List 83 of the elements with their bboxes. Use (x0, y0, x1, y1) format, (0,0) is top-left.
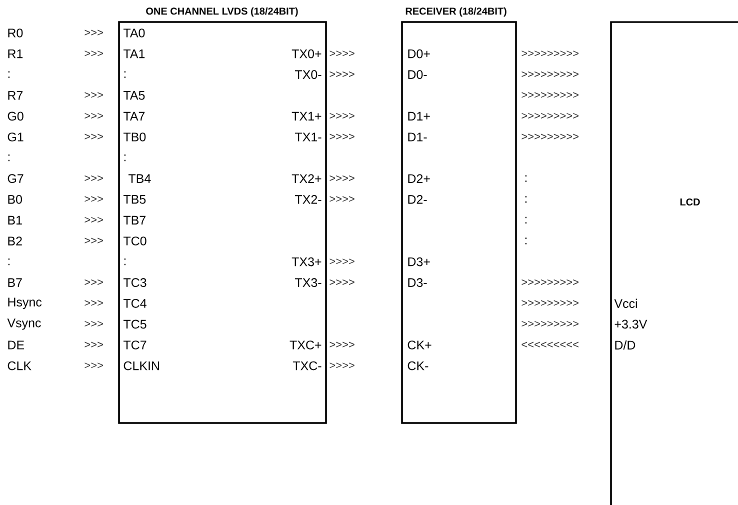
lcd-title: LCD (680, 198, 700, 206)
signal-label: : (8, 154, 10, 162)
pin-label: D1+ (408, 112, 430, 120)
chevron-marks: >>>>>>>>> (522, 279, 578, 285)
pin-label: TA5 (124, 91, 145, 100)
signal-label: G0 (8, 112, 24, 121)
pin-label: D0- (408, 70, 427, 80)
pin-label: TB5 (124, 195, 146, 204)
pin-label: CK- (408, 361, 428, 370)
pin-label: TC0 (124, 236, 146, 246)
pin-label: TX3- (295, 278, 322, 288)
signal-label: : (8, 258, 10, 266)
signal-label: R0 (8, 28, 23, 38)
signal-label: R1 (8, 50, 23, 58)
chevron-marks: >>> (84, 238, 103, 244)
chevron-marks: >>> (84, 216, 103, 223)
chevron-marks: >>> (84, 112, 103, 119)
pin-label: D0+ (408, 49, 430, 58)
chip-title: RECEIVER (18/24BIT) (406, 7, 506, 17)
signal-label: DE (8, 340, 24, 350)
signal-label: : (8, 71, 10, 78)
pin-label: TB4 (128, 174, 151, 183)
pin-label: TC3 (124, 278, 146, 288)
chevron-marks: >>>>>>>>> (522, 50, 578, 56)
chevron-marks: >>>>>>>>> (522, 134, 578, 140)
chevron-marks: >>> (84, 134, 103, 140)
chevron-marks: >>> (84, 30, 103, 36)
pin-label: TA1 (124, 50, 145, 58)
pin-label: D1- (408, 132, 427, 142)
pin-label: : (124, 258, 126, 266)
chevron-marks: >>> (84, 50, 103, 56)
pin-label: TC4 (124, 298, 146, 308)
chevron-marks: >>>>>>>>> (522, 92, 578, 98)
signal-label: B1 (8, 216, 22, 224)
pin-label: Vcci (614, 298, 637, 308)
pin-label: TX1- (295, 132, 322, 142)
chevron-marks: >>> (84, 196, 103, 202)
pin-label: D3+ (408, 257, 430, 266)
pin-label: CK+ (408, 340, 432, 350)
chevron-marks: >>> (84, 92, 103, 98)
pin-label: : (124, 154, 126, 162)
pin-label: : (124, 71, 126, 78)
signal-label: R7 (8, 91, 23, 100)
chevron-marks: >>> (84, 175, 103, 181)
pin-label: TX0+ (292, 49, 322, 58)
signal-label: B7 (8, 278, 22, 287)
pin-label: D/D (615, 340, 636, 350)
pin-label: TXC+ (290, 340, 322, 350)
pin-label: TX1+ (292, 112, 322, 120)
pin-label: D2+ (408, 174, 430, 183)
chip-title: ONE CHANNEL LVDS (18/24BIT) (146, 7, 298, 17)
chevron-marks: >>>>>>>>> (522, 71, 578, 77)
chevron-marks: >>> (84, 362, 103, 368)
signal-label: B2 (8, 236, 22, 246)
pin-label: TB7 (124, 216, 146, 224)
signal-label: CLK (8, 361, 32, 370)
chevron-marks: >>> (84, 279, 103, 285)
signal-label: G7 (8, 174, 24, 184)
chevron-marks: >>>>>>>>> (522, 300, 578, 306)
pin-label: TB0 (124, 132, 146, 142)
chevron-marks: >>>>>>>>> (522, 112, 578, 119)
pin-label: TX2- (295, 195, 322, 204)
pin-label: TX2+ (292, 174, 322, 183)
chevron-marks: >>>>>>>>> (522, 320, 578, 327)
signal-label: Hsync (8, 298, 42, 309)
pin-label: TXC- (292, 361, 322, 370)
pin-label: TA7 (124, 112, 145, 120)
pin-label: TA0 (124, 28, 145, 38)
signal-label: B0 (8, 194, 22, 204)
signal-label: Vsync (7, 318, 41, 330)
chevron-marks: >>> (84, 300, 103, 306)
pin-label: TC5 (124, 320, 146, 329)
chevron-marks: >>> (84, 342, 103, 348)
signal-label: G1 (8, 132, 24, 142)
chevron-marks: >>> (84, 320, 103, 327)
pin-label: D2- (408, 195, 427, 204)
pin-label: TC7 (124, 340, 146, 350)
pin-label: +3.3V (614, 320, 648, 329)
chevron-marks: <<<<<<<<< (522, 342, 578, 348)
pin-label: CLKIN (124, 361, 159, 370)
pin-label: D3- (408, 278, 427, 288)
pin-label: TX3+ (292, 257, 322, 266)
pin-label: TX0- (295, 70, 322, 80)
